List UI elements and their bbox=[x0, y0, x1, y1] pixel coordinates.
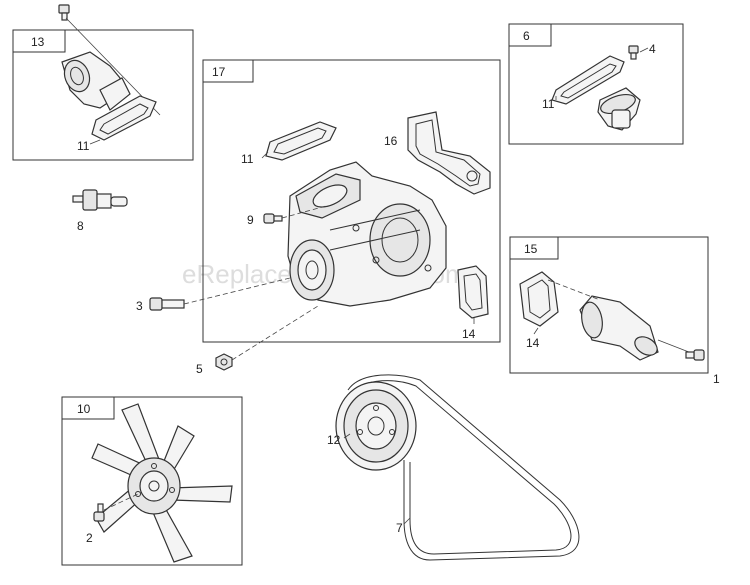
box-6-tab bbox=[508, 23, 552, 47]
fan-belt-part[interactable] bbox=[347, 374, 580, 561]
pump-housing-gasket-part[interactable] bbox=[457, 265, 489, 319]
long-bolt-part[interactable] bbox=[149, 297, 185, 311]
callout-12[interactable]: 12 bbox=[327, 433, 341, 447]
callout-5[interactable]: 5 bbox=[196, 362, 203, 376]
callout-7[interactable]: 7 bbox=[396, 521, 403, 535]
group-10: 10 2 bbox=[61, 396, 243, 566]
thermostat-part[interactable] bbox=[597, 87, 641, 131]
callout-11-pump[interactable]: 11 bbox=[241, 152, 254, 166]
box-15-tab bbox=[509, 236, 559, 260]
fan-bolt-part[interactable] bbox=[93, 503, 105, 522]
callout-4[interactable]: 4 bbox=[649, 42, 656, 56]
group-15: 15 14 bbox=[509, 236, 709, 374]
callout-10[interactable]: 10 bbox=[77, 402, 91, 416]
pump-bolt-part[interactable] bbox=[263, 213, 283, 224]
callout-13[interactable]: 13 bbox=[31, 35, 45, 49]
thermostat-gasket-part[interactable] bbox=[551, 55, 625, 105]
outlet-bolt-part[interactable] bbox=[685, 349, 705, 361]
outlet-gasket-part[interactable] bbox=[519, 271, 559, 327]
callout-3[interactable]: 3 bbox=[136, 299, 143, 313]
callout-9[interactable]: 9 bbox=[247, 213, 254, 227]
group-6: 6 4 11 bbox=[508, 23, 684, 145]
small-bolt-part[interactable] bbox=[628, 45, 639, 60]
box-17-tab bbox=[202, 59, 254, 83]
callout-14-outlet[interactable]: 14 bbox=[526, 336, 540, 350]
nut-part[interactable] bbox=[215, 353, 233, 371]
box-15-frame bbox=[509, 236, 709, 374]
callout-15[interactable]: 15 bbox=[524, 242, 538, 256]
callout-11-right[interactable]: 11 bbox=[542, 97, 555, 111]
callout-14-pump[interactable]: 14 bbox=[462, 327, 476, 341]
water-outlet-part[interactable] bbox=[579, 295, 660, 361]
callout-16[interactable]: 16 bbox=[384, 134, 398, 148]
crank-pulley-part[interactable] bbox=[335, 381, 417, 471]
thermostat-housing-part[interactable] bbox=[60, 51, 131, 111]
callout-1[interactable]: 1 bbox=[713, 372, 720, 386]
callout-17[interactable]: 17 bbox=[212, 65, 226, 79]
box-13-frame bbox=[12, 29, 194, 161]
gasket-part[interactable] bbox=[91, 95, 157, 141]
water-pump-part[interactable] bbox=[287, 161, 447, 307]
box-13-tab bbox=[12, 29, 66, 53]
pump-gasket-part[interactable] bbox=[265, 121, 337, 161]
group-13: 13 11 bbox=[12, 4, 194, 161]
group-17: 17 11 16 bbox=[202, 59, 501, 343]
callout-8[interactable]: 8 bbox=[77, 219, 84, 233]
cooling-fan-part[interactable] bbox=[91, 403, 233, 563]
box-6-frame bbox=[508, 23, 684, 145]
temperature-sender-part[interactable] bbox=[72, 189, 128, 211]
callout-2[interactable]: 2 bbox=[86, 531, 93, 545]
box-10-tab bbox=[61, 396, 115, 420]
callout-11-top-left[interactable]: 11 bbox=[77, 139, 90, 153]
bolt-part[interactable] bbox=[58, 4, 70, 21]
box-10-frame bbox=[61, 396, 243, 566]
callout-6[interactable]: 6 bbox=[523, 29, 530, 43]
box-17-frame bbox=[202, 59, 501, 343]
pump-cover-gasket-part[interactable] bbox=[407, 111, 491, 195]
